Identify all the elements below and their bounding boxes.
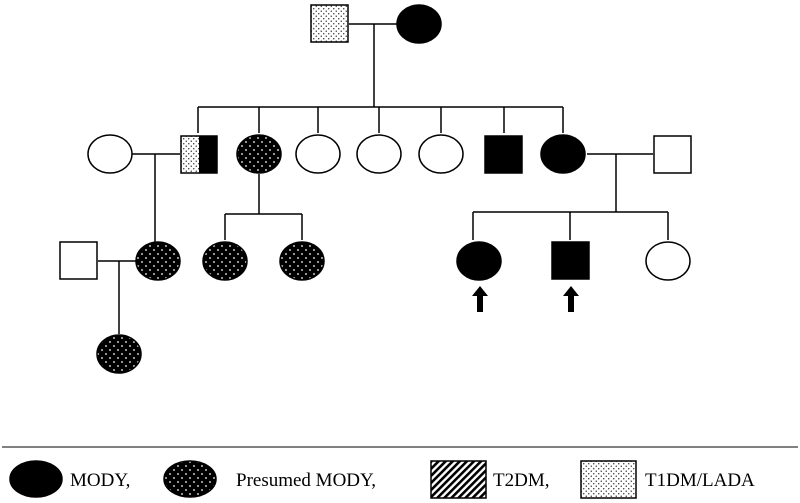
generation-3 <box>59 241 691 312</box>
legend-t2dm-swatch <box>430 460 487 499</box>
member-II-6-mody <box>484 135 523 174</box>
member-III-spouse-1 <box>59 241 98 280</box>
legend-t1dm-lada-swatch <box>580 460 637 499</box>
member-II-4 <box>356 134 402 174</box>
member-III-1-presumed-mody <box>135 241 181 281</box>
legend-mody-swatch <box>9 460 63 498</box>
member-II-2-presumed-mody <box>236 134 282 174</box>
legend-presumed-mody-swatch <box>163 460 217 498</box>
proband-arrow-icon <box>472 286 488 312</box>
legend: MODY, Presumed MODY, T2DM, T1DM/LADA <box>9 460 755 499</box>
member-IV-1-presumed-mody <box>96 334 142 374</box>
generation-4 <box>96 334 142 374</box>
pedigree-lines <box>98 23 669 334</box>
member-II-7-mody <box>540 134 586 174</box>
member-III-6 <box>645 241 691 281</box>
member-II-3 <box>295 134 341 174</box>
member-I-2-mody <box>396 4 442 44</box>
proband-arrow-icon <box>563 286 579 312</box>
member-III-5-mody-proband <box>551 241 590 280</box>
member-II-1-t1dm-lada-mody <box>180 135 218 174</box>
member-II-spouse-2 <box>653 135 692 174</box>
member-II-5 <box>418 134 464 174</box>
member-III-4-mody-proband <box>456 241 502 281</box>
legend-t2dm-label: T2DM, <box>493 470 549 491</box>
legend-presumed-mody-label: Presumed MODY, <box>236 470 376 491</box>
member-I-1-t1dm-lada <box>310 4 349 43</box>
legend-t1dm-lada-label: T1DM/LADA <box>645 470 755 491</box>
legend-mody-label: MODY, <box>70 470 130 491</box>
member-III-3-presumed-mody <box>279 241 325 281</box>
generation-1 <box>310 4 442 44</box>
member-III-2-presumed-mody <box>202 241 248 281</box>
generation-2 <box>87 134 692 174</box>
member-II-spouse-1 <box>87 134 133 174</box>
